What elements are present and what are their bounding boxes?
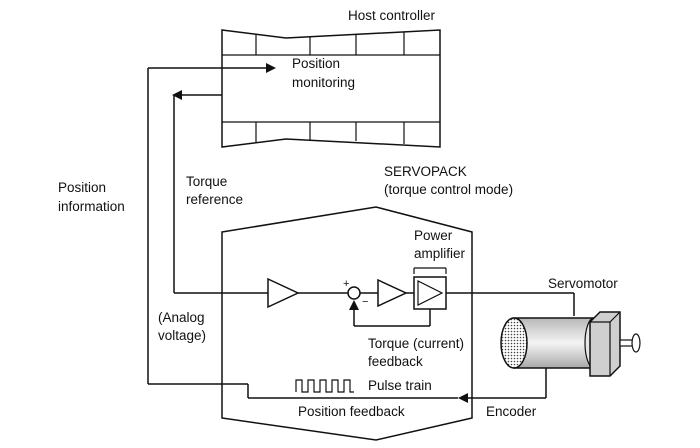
position-monitoring-label-1: Position [292, 56, 340, 71]
torque-reference-label-2: reference [186, 192, 243, 207]
torque-reference-line [172, 90, 268, 294]
analog-voltage-label-1: (Analog [158, 310, 205, 325]
pulse-train-icon [295, 379, 354, 393]
current-amplifier [377, 278, 408, 308]
input-amplifier [267, 277, 300, 309]
position-information-label-1: Position [58, 180, 106, 195]
torque-reference-label-1: Torque [186, 174, 227, 189]
summing-junction [347, 286, 361, 300]
power-amplifier-label-1: Power [414, 228, 453, 243]
host-controller-block [221, 29, 441, 148]
position-information-label-2: information [58, 199, 125, 214]
torque-feedback-label-2: feedback [368, 354, 423, 369]
analog-voltage-label-2: voltage) [158, 328, 206, 343]
position-feedback-label: Position feedback [298, 404, 405, 419]
servopack-label-2: (torque control mode) [384, 182, 513, 197]
host-controller-label: Host controller [348, 8, 436, 23]
servomotor-label: Servomotor [548, 276, 618, 291]
torque-feedback-label-1: Torque (current) [368, 336, 464, 351]
position-information-line [147, 63, 276, 398]
servomotor-icon [500, 311, 641, 377]
pulse-train-label: Pulse train [368, 378, 432, 393]
power-amplifier-label-2: amplifier [414, 246, 466, 261]
power-amplifier-block [413, 267, 447, 310]
servopack-block [221, 206, 473, 441]
summing-plus-label: + [343, 278, 349, 290]
position-monitoring-label-2: monitoring [292, 75, 355, 90]
summing-minus-label: − [362, 296, 368, 308]
encoder-label: Encoder [486, 404, 537, 419]
position-feedback-line [248, 368, 547, 403]
servopack-label-1: SERVOPACK [384, 164, 467, 179]
torque-feedback-loop [349, 300, 431, 327]
